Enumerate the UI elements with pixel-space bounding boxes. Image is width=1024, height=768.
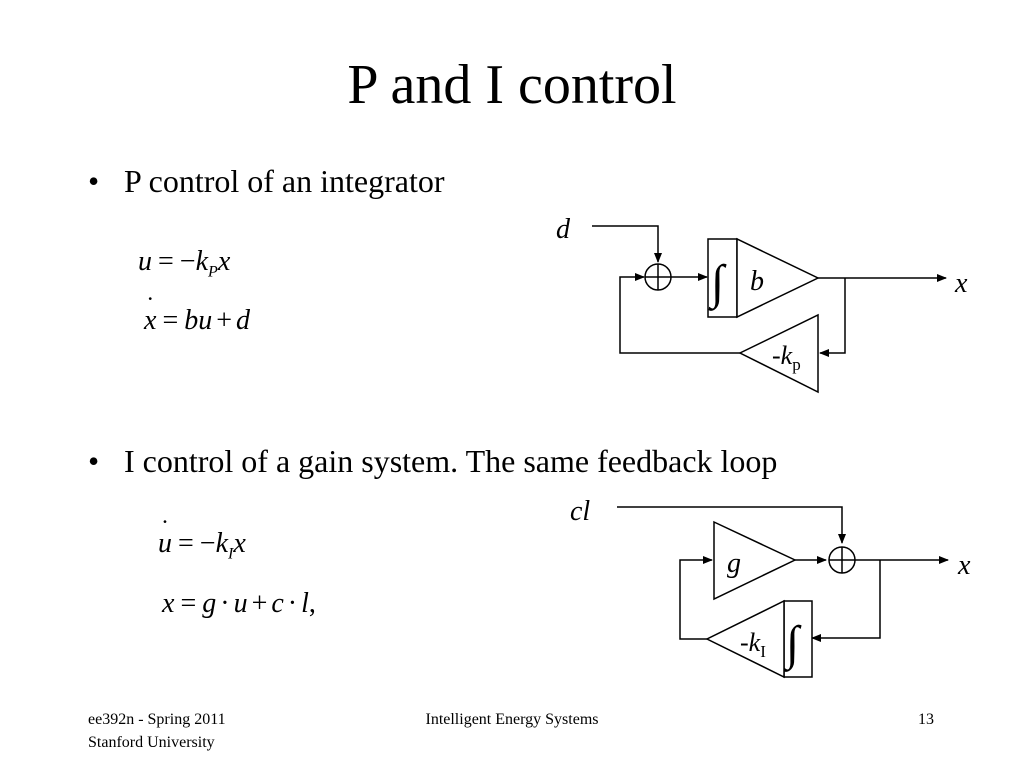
diagram1-gain-triangle (736, 237, 820, 319)
bullet-mark: • (88, 443, 100, 479)
diagram2-output-label: x (957, 550, 971, 581)
bullet-i-control: I control of a gain system. The same fee… (124, 443, 778, 479)
diagram1-feedback-out (619, 273, 740, 354)
page-number: 13 (918, 711, 934, 728)
diagram1-input-label: d (556, 214, 571, 245)
diagram1-feedback-triangle (738, 313, 819, 394)
diagram2-integrator-block: ∫ (783, 600, 813, 678)
integral-icon: ∫ (783, 617, 802, 672)
diagram1-summing-junction (644, 263, 672, 291)
bullet-mark: • (88, 163, 100, 199)
diagram-i-control: cl g x ∫ -kI (570, 496, 971, 679)
equation-xdot: x=bu+d (144, 303, 250, 339)
diagram2-feedback-out (679, 556, 713, 640)
footer-course: ee392n - Spring 2011 (88, 711, 226, 728)
footer-topic: Intelligent Energy Systems (425, 711, 599, 728)
diagram2-gain-label: g (727, 548, 741, 579)
equation-x-gain: x=g·u+c·l, (162, 588, 316, 619)
diagram1-feedback-label: -kp (772, 341, 801, 374)
diagram2-input-arrow (617, 506, 846, 544)
diagram2-gain-triangle (713, 520, 797, 601)
equation-u-kp: u=−kPx (138, 246, 231, 281)
diagram2-summing-junction (828, 546, 856, 574)
footer-university: Stanford University (88, 734, 215, 751)
diagram-p-control: d ∫ b x -kp (556, 214, 968, 394)
diagram1-integrator-block: ∫ (707, 238, 738, 318)
diagram1-feedback-in (819, 278, 846, 357)
diagram2-input-label: cl (570, 496, 590, 527)
diagram2-feedback-label: -kI (740, 628, 766, 661)
slide-title: P and I control (347, 54, 677, 116)
diagram1-gain-label: b (750, 266, 764, 297)
diagram1-output-label: x (954, 268, 968, 299)
bullet-p-control: P control of an integrator (124, 163, 445, 199)
diagram1-input-arrow (592, 225, 662, 263)
equation-udot: u=−kIx (158, 526, 246, 573)
integral-icon: ∫ (708, 256, 727, 311)
diagram2-feedback-in (811, 560, 881, 642)
diagram2-feedback-triangle (705, 599, 785, 679)
